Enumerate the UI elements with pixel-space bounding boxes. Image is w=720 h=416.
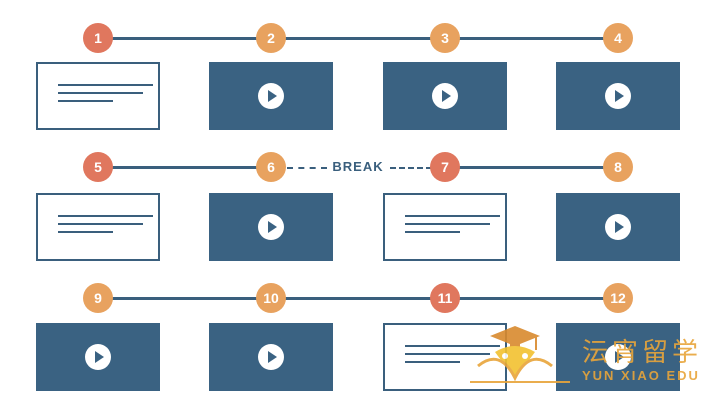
text-line bbox=[58, 84, 153, 86]
watermark-brand-en: YUN XIAO EDU bbox=[582, 368, 700, 383]
step-card-12 bbox=[556, 323, 680, 391]
text-line bbox=[405, 353, 490, 355]
play-icon bbox=[258, 344, 284, 370]
play-icon bbox=[605, 344, 631, 370]
watermark-brand-cn: 沄宵留学 bbox=[582, 338, 703, 368]
step-card-11 bbox=[383, 323, 507, 391]
step-card-5 bbox=[36, 193, 160, 261]
text-line bbox=[405, 231, 460, 233]
step-circle-6: 6 bbox=[256, 152, 286, 182]
play-icon bbox=[258, 214, 284, 240]
step-circle-3: 3 bbox=[430, 23, 460, 53]
text-line bbox=[405, 223, 490, 225]
text-line bbox=[58, 215, 153, 217]
step-circle-4: 4 bbox=[603, 23, 633, 53]
step-card-9 bbox=[36, 323, 160, 391]
connector-line-row-1 bbox=[98, 37, 618, 40]
graduation-owl-icon bbox=[470, 326, 570, 383]
step-circle-9: 9 bbox=[83, 283, 113, 313]
step-circle-7: 7 bbox=[430, 152, 460, 182]
play-icon bbox=[605, 214, 631, 240]
text-line bbox=[405, 345, 500, 347]
step-circle-12: 12 bbox=[603, 283, 633, 313]
step-circle-1: 1 bbox=[83, 23, 113, 53]
connector-line-row-2-left bbox=[98, 166, 272, 169]
step-card-3 bbox=[383, 62, 507, 130]
step-circle-8: 8 bbox=[603, 152, 633, 182]
step-circle-11: 11 bbox=[430, 283, 460, 313]
break-label: BREAK bbox=[332, 159, 384, 174]
break-dashed-line-right bbox=[390, 167, 432, 169]
step-card-6 bbox=[209, 193, 333, 261]
play-icon bbox=[432, 83, 458, 109]
text-line bbox=[58, 100, 113, 102]
text-line bbox=[58, 223, 143, 225]
step-circle-5: 5 bbox=[83, 152, 113, 182]
step-circle-10: 10 bbox=[256, 283, 286, 313]
text-line bbox=[405, 215, 500, 217]
step-card-2 bbox=[209, 62, 333, 130]
step-card-7 bbox=[383, 193, 507, 261]
step-circle-2: 2 bbox=[256, 23, 286, 53]
text-line bbox=[58, 231, 113, 233]
connector-line-row-2-right bbox=[445, 166, 619, 169]
play-icon bbox=[258, 83, 284, 109]
step-card-4 bbox=[556, 62, 680, 130]
text-line bbox=[405, 361, 460, 363]
step-card-10 bbox=[209, 323, 333, 391]
play-icon bbox=[85, 344, 111, 370]
break-dashed-line-left bbox=[287, 167, 327, 169]
play-icon bbox=[605, 83, 631, 109]
watermark-logo: 沄宵留学 YUN XIAO EDU bbox=[470, 318, 715, 390]
step-card-1 bbox=[36, 62, 160, 130]
text-line bbox=[58, 92, 143, 94]
step-card-8 bbox=[556, 193, 680, 261]
connector-line-row-3 bbox=[98, 297, 618, 300]
